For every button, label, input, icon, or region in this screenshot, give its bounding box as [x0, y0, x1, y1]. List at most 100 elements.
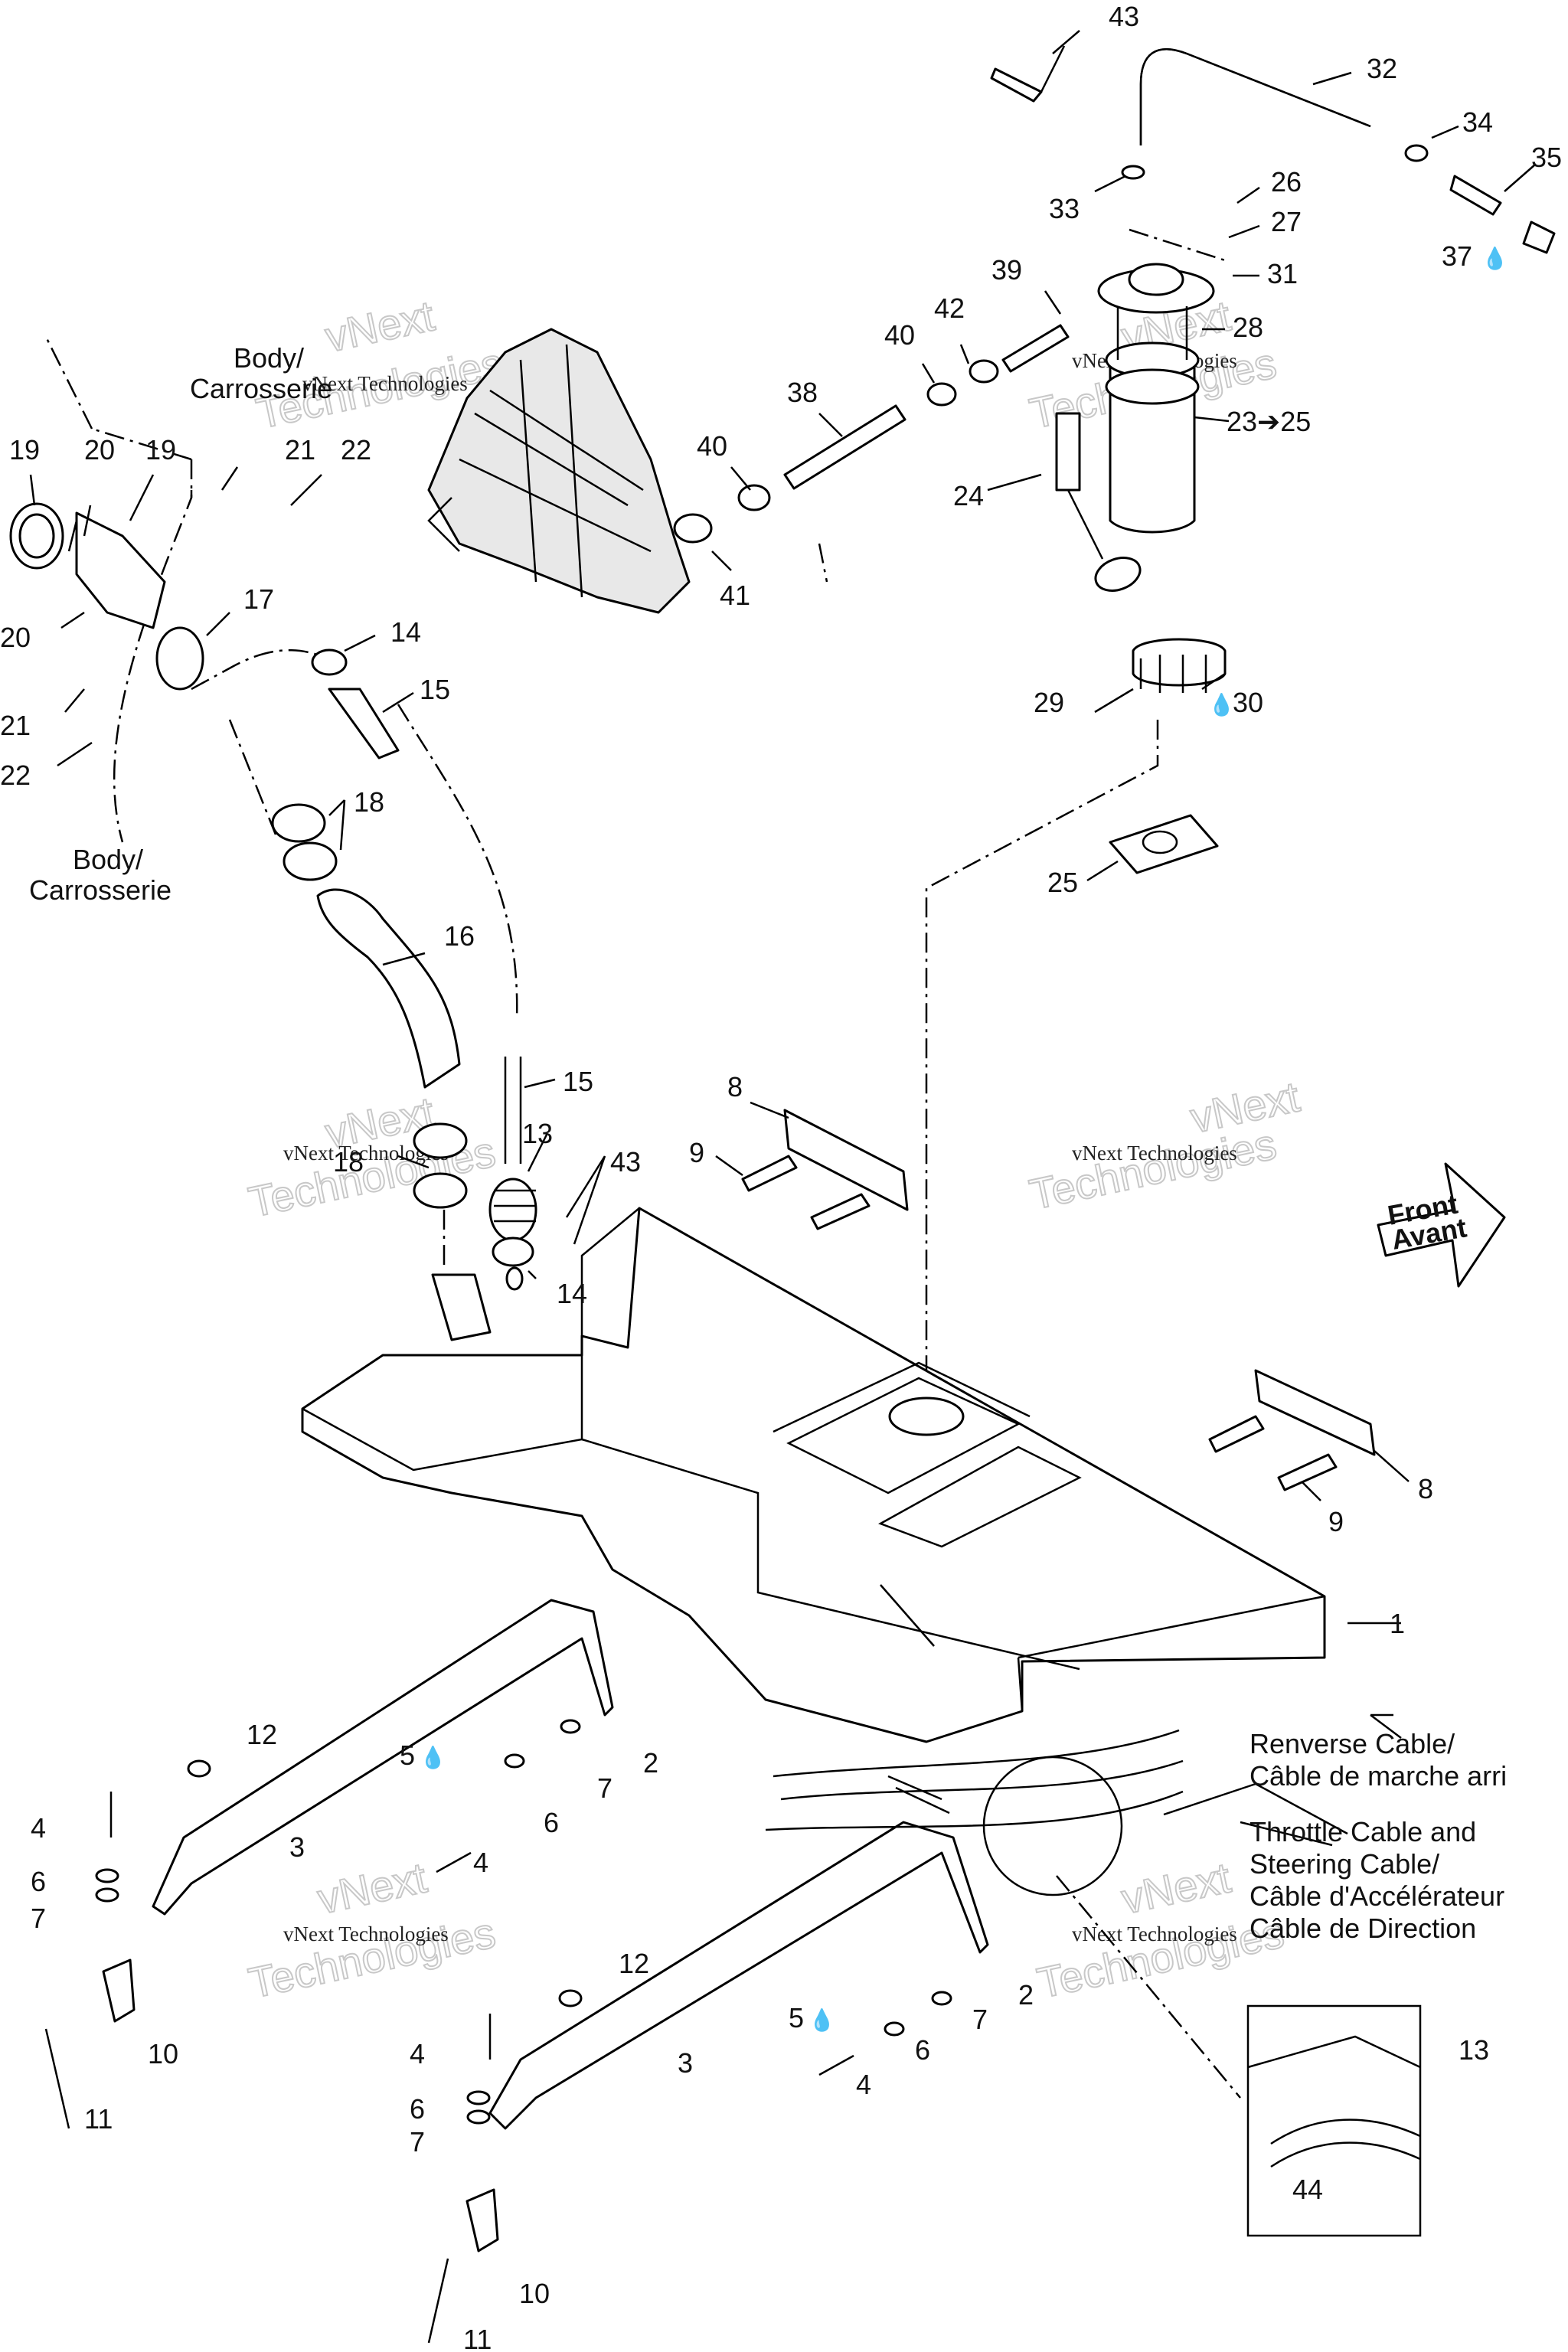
- callout-41: 41: [720, 580, 750, 611]
- tank-opening: [888, 1396, 965, 1436]
- leader-lines: [29, 30, 1536, 1847]
- callout-43-lower: 43: [610, 1146, 641, 1178]
- callout-40-lower: 40: [697, 430, 727, 462]
- thread-locker-icon-30: 💧: [1208, 692, 1235, 717]
- callout-20-upper: 20: [84, 434, 115, 466]
- callout-27: 27: [1271, 206, 1302, 237]
- callout-7-upper-right: 7: [597, 1772, 612, 1804]
- callout-31: 31: [1267, 258, 1298, 289]
- watermark-small-1: vNext Technologies: [302, 372, 468, 395]
- callout-5-lower: 5: [789, 2002, 804, 2034]
- assembly-lines: [44, 228, 1241, 2099]
- note-throttle-line3: Câble d'Accélérateur: [1250, 1880, 1504, 1912]
- callout-22-lower: 22: [0, 760, 31, 791]
- watermark-small-5: vNext Technologies: [283, 1922, 449, 1945]
- callout-12-upper: 12: [247, 1719, 277, 1750]
- watermark-small-4: vNext Technologies: [1072, 1142, 1237, 1165]
- fuel-pump-module: [1055, 263, 1227, 693]
- text-notes: Body/ Carrosserie Body/ Carrosserie Renv…: [29, 342, 1507, 1944]
- label-plate-25: [1109, 814, 1219, 874]
- callout-14-lower: 14: [557, 1278, 587, 1309]
- brackets-8: [741, 1109, 1376, 1491]
- callout-3-upper: 3: [289, 1831, 305, 1863]
- callout-3-lower: 3: [678, 2047, 693, 2079]
- engine-block: [427, 328, 691, 614]
- thread-locker-icon-5-upper: 💧: [420, 1745, 446, 1770]
- vent-line-32: [990, 45, 1556, 254]
- filler-neck: [9, 502, 204, 691]
- callout-28: 28: [1233, 312, 1263, 343]
- callout-4-upper-right: 4: [473, 1847, 488, 1878]
- callout-14-upper: 14: [390, 616, 421, 648]
- callout-19-right: 19: [145, 434, 176, 466]
- callout-1: 1: [1390, 1608, 1405, 1639]
- callout-5-upper: 5: [400, 1740, 415, 1771]
- callout-2-lower: 2: [1018, 1979, 1034, 2011]
- callout-12-lower: 12: [619, 1948, 649, 1979]
- watermark-small-6: vNext Technologies: [1072, 1922, 1237, 1945]
- straps-3: [44, 1599, 989, 2344]
- callout-7-lower-left: 7: [410, 2126, 425, 2158]
- callout-13-inset: 13: [1459, 2034, 1489, 2066]
- callout-32: 32: [1367, 53, 1397, 84]
- callout-22-upper: 22: [341, 434, 371, 466]
- callout-6-upper-left: 6: [31, 1866, 46, 1897]
- watermark-big-8: Technologies: [1025, 1119, 1280, 1219]
- callout-15-lower: 15: [563, 1066, 593, 1097]
- watermark-big-9: vNext: [313, 1853, 431, 1922]
- callout-44: 44: [1292, 2174, 1323, 2205]
- callout-18-lower: 18: [333, 1146, 364, 1178]
- callout-21-upper: 21: [285, 434, 315, 466]
- watermark-big-1: vNext: [321, 291, 439, 361]
- callout-9-upper: 9: [689, 1137, 704, 1168]
- watermark-big-11: vNext: [1117, 1853, 1235, 1922]
- callout-6-upper-right: 6: [544, 1807, 559, 1838]
- callout-7-upper-left: 7: [31, 1903, 46, 1934]
- callout-4-lower-right: 4: [856, 2069, 871, 2100]
- callout-25: 25: [1047, 867, 1078, 898]
- callout-42: 42: [934, 292, 965, 324]
- callout-8-lower: 8: [1418, 1473, 1433, 1504]
- callout-39: 39: [991, 254, 1022, 286]
- callout-8-upper: 8: [727, 1071, 743, 1102]
- callout-40-upper: 40: [884, 319, 915, 351]
- callout-19-left: 19: [9, 434, 40, 466]
- fuel-tank: [301, 1207, 1326, 1743]
- note-body-top-line2: Carrosserie: [190, 373, 332, 404]
- note-throttle-line2: Steering Cable/: [1250, 1848, 1439, 1880]
- callout-4-lower-left: 4: [410, 2038, 425, 2069]
- hoses-and-clamps: [271, 648, 537, 1341]
- note-throttle-line1: Throttle Cable and: [1250, 1816, 1476, 1847]
- callout-2-upper: 2: [643, 1747, 658, 1779]
- callout-16: 16: [444, 920, 475, 952]
- thread-locker-icon-5-lower: 💧: [808, 2007, 835, 2033]
- callout-43-tie: 43: [1109, 1, 1139, 32]
- callout-20-lower: 20: [0, 622, 31, 653]
- callout-21-lower: 21: [0, 710, 31, 741]
- callout-10-upper: 10: [148, 2038, 178, 2069]
- callout-33: 33: [1049, 193, 1080, 224]
- callout-13: 13: [522, 1118, 553, 1149]
- callout-35: 35: [1531, 142, 1562, 173]
- callout-9-lower: 9: [1328, 1506, 1344, 1537]
- callout-26: 26: [1271, 166, 1302, 198]
- callout-11-lower: 11: [463, 2324, 492, 2352]
- callout-7-lower-right: 7: [972, 2004, 988, 2035]
- callout-6-lower-right: 6: [915, 2034, 930, 2066]
- callout-30: 30: [1233, 687, 1263, 718]
- cables-detail: [765, 1729, 1422, 2237]
- note-reverse-cable-line2: Câble de marche arri: [1250, 1760, 1507, 1792]
- callout-24: 24: [953, 480, 984, 511]
- front-direction-arrow: Front Avant: [1377, 1162, 1506, 1288]
- callout-37: 37: [1442, 240, 1472, 272]
- note-throttle-line4: Câble de Direction: [1250, 1913, 1476, 1944]
- callout-11-upper: 11: [84, 2103, 113, 2135]
- note-body-top-line1: Body/: [234, 342, 304, 374]
- callout-29: 29: [1034, 687, 1064, 718]
- callout-17: 17: [243, 583, 274, 615]
- callout-6-lower-left: 6: [410, 2093, 425, 2125]
- thread-locker-icon-37: 💧: [1481, 246, 1508, 271]
- note-body-left-line2: Carrosserie: [29, 874, 172, 906]
